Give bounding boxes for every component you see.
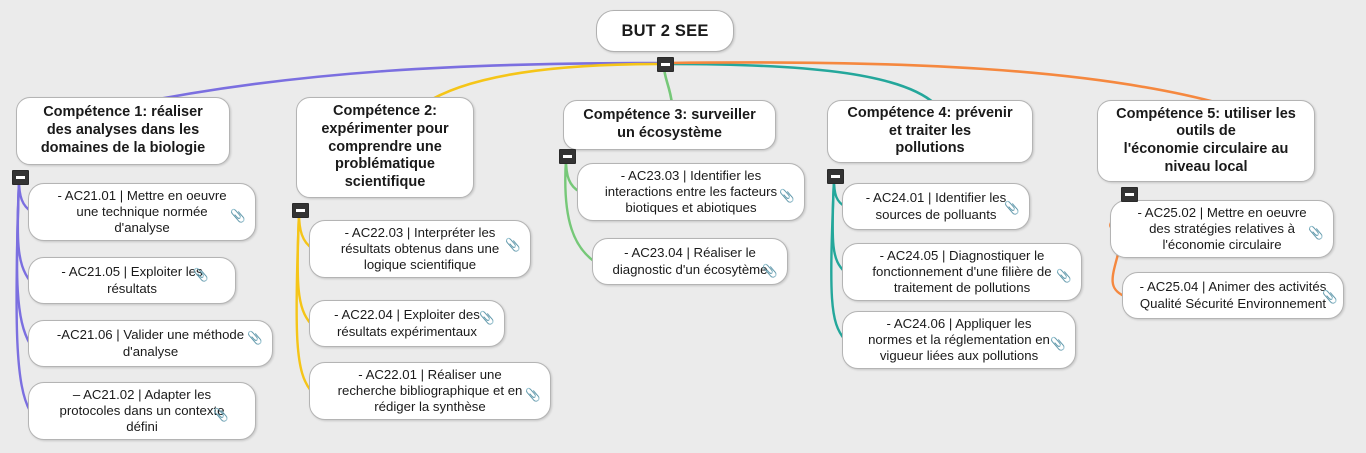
leaf-label-ac22-01: - AC22.01 | Réaliser une recherche bibli… <box>337 366 523 415</box>
branch-label-competence-3: Compétence 3: surveiller un écosystème <box>583 107 756 141</box>
paperclip-icon[interactable]: 📎 <box>193 268 209 282</box>
leaf-label-ac25-02: - AC25.02 | Mettre en oeuvre des stratég… <box>1137 204 1307 253</box>
branch-node-competence-3[interactable]: Compétence 3: surveiller un écosystème <box>563 100 776 150</box>
paperclip-icon[interactable]: 📎 <box>505 238 521 252</box>
paperclip-icon[interactable]: 📎 <box>230 209 246 223</box>
root-node-label: BUT 2 SEE <box>621 21 709 40</box>
leaf-label-ac24-05: - AC24.05 | Diagnostiquer le fonctionnem… <box>872 247 1052 296</box>
leaf-node-ac24-06[interactable]: - AC24.06 | Appliquer les normes et la r… <box>842 311 1076 369</box>
leaf-node-ac23-03[interactable]: - AC23.03 | Identifier les interactions … <box>577 163 805 221</box>
leaf-node-ac25-04[interactable]: - AC25.04 | Animer des activités Qualité… <box>1122 272 1344 319</box>
root-node[interactable]: BUT 2 SEE <box>596 10 734 52</box>
leaf-label-ac22-04: - AC22.04 | Exploiter des résultats expé… <box>334 307 480 339</box>
paperclip-icon[interactable]: 📎 <box>1322 290 1338 304</box>
leaf-node-ac21-02[interactable]: – AC21.02 | Adapter les protocoles dans … <box>28 382 256 440</box>
paperclip-icon[interactable]: 📎 <box>213 408 229 422</box>
paperclip-icon[interactable]: 📎 <box>479 311 495 325</box>
leaf-node-ac21-01[interactable]: - AC21.01 | Mettre en oeuvre une techniq… <box>28 183 256 241</box>
leaf-label-ac21-02: – AC21.02 | Adapter les protocoles dans … <box>59 386 225 435</box>
collapse-toggle-competence-5[interactable] <box>1121 187 1138 202</box>
branch-node-competence-4[interactable]: Compétence 4: prévenir et traiter les po… <box>827 100 1033 163</box>
leaf-label-ac22-03: - AC22.03 | Interpréter les résultats ob… <box>340 224 500 273</box>
leaf-node-ac22-03[interactable]: - AC22.03 | Interpréter les résultats ob… <box>309 220 531 278</box>
paperclip-icon[interactable]: 📎 <box>762 264 778 278</box>
leaf-label-ac21-06: -AC21.06 | Valider une méthode d'analyse <box>56 327 245 359</box>
leaf-label-ac24-06: - AC24.06 | Appliquer les normes et la r… <box>868 315 1050 364</box>
leaf-label-ac23-04: - AC23.04 | Réaliser le diagnostic d'un … <box>612 245 768 277</box>
branch-node-competence-1[interactable]: Compétence 1: réaliser des analyses dans… <box>16 97 230 165</box>
edge-root-to-competence-5 <box>666 61 1224 106</box>
paperclip-icon[interactable]: 📎 <box>779 189 795 203</box>
branch-label-competence-2: Compétence 2: expérimenter pour comprend… <box>321 103 449 191</box>
paperclip-icon[interactable]: 📎 <box>525 388 541 402</box>
collapse-toggle-competence-1[interactable] <box>12 170 29 185</box>
leaf-label-ac21-01: - AC21.01 | Mettre en oeuvre une techniq… <box>57 187 227 236</box>
leaf-node-ac25-02[interactable]: - AC25.02 | Mettre en oeuvre des stratég… <box>1110 200 1334 258</box>
collapse-toggle-competence-2[interactable] <box>292 203 309 218</box>
leaf-node-ac23-04[interactable]: - AC23.04 | Réaliser le diagnostic d'un … <box>592 238 788 285</box>
paperclip-icon[interactable]: 📎 <box>1308 226 1324 240</box>
paperclip-icon[interactable]: 📎 <box>1056 269 1072 283</box>
branch-node-competence-5[interactable]: Compétence 5: utiliser les outils de l'é… <box>1097 100 1315 182</box>
leaf-node-ac22-01[interactable]: - AC22.01 | Réaliser une recherche bibli… <box>309 362 551 420</box>
leaf-node-ac24-01[interactable]: - AC24.01 | Identifier les sources de po… <box>842 183 1030 230</box>
edge-root-to-competence-4 <box>666 62 937 106</box>
root-collapse-toggle[interactable] <box>657 57 674 72</box>
paperclip-icon[interactable]: 📎 <box>1004 201 1020 215</box>
leaf-label-ac25-04: - AC25.04 | Animer des activités Qualité… <box>1139 279 1327 311</box>
leaf-label-ac24-01: - AC24.01 | Identifier les sources de po… <box>865 190 1007 222</box>
leaf-label-ac21-05: - AC21.05 | Exploiter les résultats <box>61 264 203 296</box>
collapse-toggle-competence-3[interactable] <box>559 149 576 164</box>
branch-node-competence-2[interactable]: Compétence 2: expérimenter pour comprend… <box>296 97 474 198</box>
branch-label-competence-5: Compétence 5: utiliser les outils de l'é… <box>1116 105 1296 175</box>
branch-label-competence-1: Compétence 1: réaliser des analyses dans… <box>40 104 206 156</box>
leaf-node-ac24-05[interactable]: - AC24.05 | Diagnostiquer le fonctionnem… <box>842 243 1082 301</box>
branch-label-competence-4: Compétence 4: prévenir et traiter les po… <box>847 104 1013 157</box>
leaf-node-ac21-06[interactable]: -AC21.06 | Valider une méthode d'analyse… <box>28 320 273 367</box>
paperclip-icon[interactable]: 📎 <box>1050 337 1066 351</box>
leaf-node-ac22-04[interactable]: - AC22.04 | Exploiter des résultats expé… <box>309 300 505 347</box>
paperclip-icon[interactable]: 📎 <box>247 331 263 345</box>
leaf-node-ac21-05[interactable]: - AC21.05 | Exploiter les résultats 📎 <box>28 257 236 304</box>
leaf-label-ac23-03: - AC23.03 | Identifier les interactions … <box>604 167 778 216</box>
collapse-toggle-competence-4[interactable] <box>827 169 844 184</box>
